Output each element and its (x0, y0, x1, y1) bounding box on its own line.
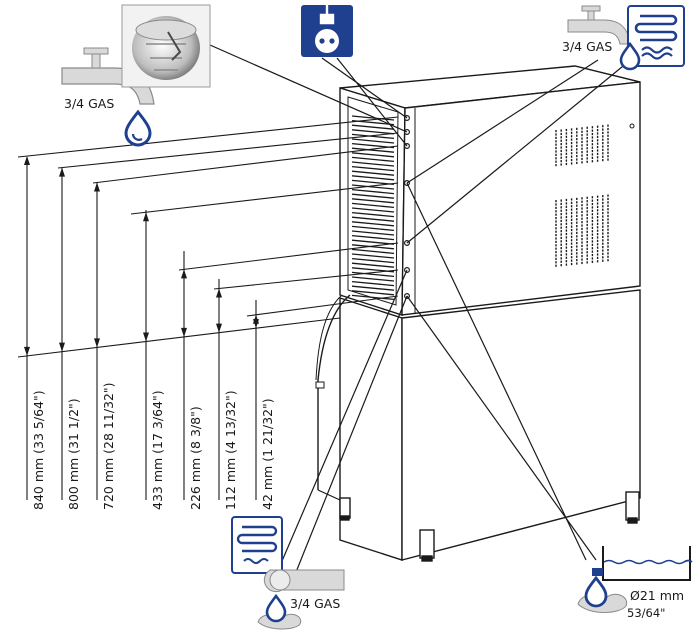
water-drop-icon (619, 41, 641, 71)
grille-slot (351, 221, 395, 227)
leader-lines (209, 44, 629, 583)
grille-slot (351, 285, 395, 291)
arrow-head (143, 212, 149, 222)
extension-line (213, 269, 399, 290)
drain-pipe-icon (263, 569, 345, 593)
grille-slot (351, 170, 395, 176)
ice-bin-photo-icon (121, 4, 211, 88)
grille-slot (351, 244, 395, 250)
extension-line (92, 145, 399, 184)
grille-slot (351, 115, 395, 121)
grille-slot (351, 234, 395, 241)
drain-diameter-in: 53/64" (627, 606, 665, 620)
dimension-label: 112 mm (4 13/32") (223, 390, 238, 510)
water-drop-icon (265, 593, 287, 623)
dimension-lines: 840 mm (33 5/64") 800 mm (31 1/2") 720 mm … (17, 116, 399, 510)
screw-icon (629, 123, 635, 129)
arrow-head (94, 182, 100, 192)
grille-slot (351, 248, 395, 255)
grille-slot (351, 280, 395, 287)
side-vent-upper (555, 124, 609, 167)
grille-slot (351, 165, 395, 172)
front-grille (351, 115, 395, 301)
grille-slot (351, 216, 395, 222)
dimension-label: 226 mm (8 3/8") (188, 406, 203, 510)
grille-slot (351, 175, 395, 181)
grille-slot (351, 129, 395, 135)
dimension-label: 433 mm (17 3/64") (150, 390, 165, 510)
condenser-coil-icon (231, 516, 283, 574)
grille-slot (351, 239, 395, 245)
arrow-head (59, 342, 65, 352)
arrow-head (181, 327, 187, 337)
dimension-label: 840 mm (33 5/64") (31, 390, 46, 510)
grille-slot (351, 271, 395, 278)
condenser-coil-icon (627, 5, 685, 67)
power-socket-icon (301, 5, 353, 57)
grille-slot (351, 225, 395, 232)
grille-slot (351, 290, 395, 296)
water-drop-icon (124, 109, 152, 147)
dimension-label: 720 mm (28 11/32") (101, 382, 116, 510)
grille-slot (351, 207, 395, 213)
water-inlet-label: 3/4 GAS (64, 96, 114, 111)
grille-slot (351, 230, 395, 236)
grille-slot (351, 184, 395, 190)
grille-slot (351, 253, 395, 259)
arrow-head (24, 346, 30, 356)
arrow-head (143, 332, 149, 342)
grille-slot (351, 188, 395, 195)
extension-line (246, 295, 399, 317)
drain-tank-icon (592, 546, 693, 581)
extension-line (130, 182, 399, 215)
dimension-label: 42 mm (1 21/32") (260, 398, 275, 510)
extension-line (178, 242, 399, 271)
water-drop-icon (584, 575, 608, 608)
grille-slot (351, 133, 395, 140)
arrow-head (59, 167, 65, 177)
grille-slot (351, 276, 395, 282)
grille-slot (351, 193, 395, 199)
grille-slot (351, 294, 395, 301)
drain-diameter-mm: Ø21 mm (630, 588, 684, 603)
water-inlet-label-right: 3/4 GAS (562, 39, 612, 54)
grille-slot (351, 257, 395, 264)
dimension-label: 800 mm (31 1/2") (66, 398, 81, 510)
dimension-baseline (17, 317, 341, 358)
grille-slot (351, 211, 395, 218)
grille-slot (351, 161, 395, 167)
grille-slot (351, 138, 395, 144)
grille-slot (351, 147, 395, 153)
extension-line (17, 116, 399, 158)
arrow-head (24, 156, 30, 166)
side-vent-lower (555, 194, 609, 267)
grille-slot (351, 152, 395, 158)
grille-slot (351, 262, 395, 268)
drain-label: 3/4 GAS (290, 596, 340, 611)
arrow-head (216, 288, 222, 298)
extension-line (57, 132, 399, 169)
grille-slot (351, 202, 395, 209)
arrow-head (94, 338, 100, 348)
grille-slot (351, 198, 395, 204)
grille-slot (351, 124, 395, 130)
water-tap-icon (567, 5, 631, 45)
arrow-head (181, 269, 187, 279)
grille-slot (351, 156, 395, 163)
arrow-head (216, 323, 222, 333)
arrow-head (253, 319, 259, 329)
